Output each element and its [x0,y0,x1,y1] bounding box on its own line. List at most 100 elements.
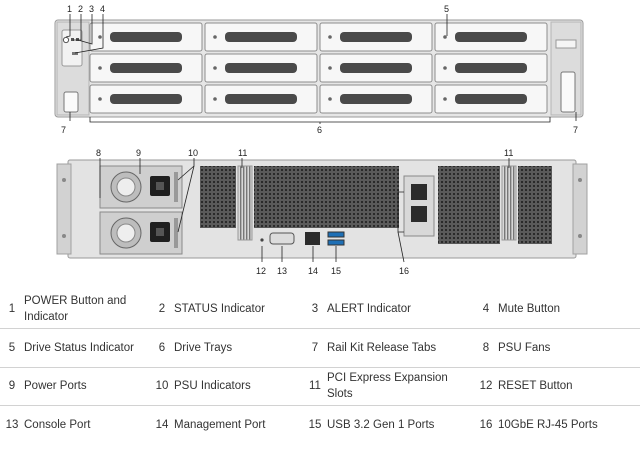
callout-6: 6 [317,125,322,135]
legend-label: 10GbE RJ-45 Ports [498,405,640,444]
tray-handle[interactable] [110,32,182,42]
tray-handle[interactable] [225,32,297,42]
drive-tray[interactable] [434,53,548,83]
management-port[interactable] [305,232,320,245]
tray-handle[interactable] [340,32,412,42]
psu-indicator [174,218,178,248]
status-indicator [71,38,74,41]
rear-left-rail [56,163,72,255]
drive-status-indicator [98,66,102,70]
legend-number: 16 [474,405,498,444]
drive-tray[interactable] [89,84,203,114]
pcie-slot-right [501,165,517,241]
legend-label: Drive Status Indicator [24,328,150,367]
legend-label: Mute Button [498,303,561,315]
drive-tray[interactable] [204,84,318,114]
callout-7-left: 7 [61,125,66,135]
legend-number: 8 [474,328,498,367]
legend-label: PCI Express Expansion Slots [327,366,474,406]
drive-status-indicator [443,35,447,39]
tray-handle[interactable] [455,32,527,42]
legend-number: 5 [0,328,24,367]
legend-number: 12 [474,366,498,406]
rj45-port[interactable] [411,206,427,222]
callout-9: 9 [136,148,141,158]
nas-diagram: 1 2 3 4 5 6 7 7 8 9 10 11 11 12 13 14 15… [54,4,588,276]
legend-number: 6 [150,328,174,367]
callout-7-right: 7 [573,125,578,135]
callout-10: 10 [188,148,198,158]
callout-1: 1 [67,4,72,14]
drive-status-indicator [213,97,217,101]
rail-release-tab-right[interactable] [560,71,576,113]
model-badge [555,39,577,49]
callout-8: 8 [96,148,101,158]
screw [578,178,582,182]
control-panel [61,29,83,67]
legend-number: 1 [8,303,16,315]
legend-number: 14 [150,405,174,444]
console-port[interactable] [269,232,295,245]
psu-lower [99,211,183,255]
callout-2: 2 [78,4,83,14]
drive-tray[interactable] [204,53,318,83]
legend-label: POWER Button and Indicator [24,295,127,323]
screw [578,234,582,238]
callout-11-left: 11 [238,148,247,158]
tray-handle[interactable] [225,63,297,73]
drive-tray[interactable] [89,53,203,83]
drive-status-indicator [328,66,332,70]
reset-button[interactable] [260,238,264,242]
callout-13: 13 [277,266,287,276]
rail-release-tab-left[interactable] [63,91,79,113]
callout-4: 4 [100,4,105,14]
drive-tray[interactable] [319,22,433,52]
psu-upper [99,165,183,209]
drive-tray[interactable] [204,22,318,52]
legend-label: ALERT Indicator [327,303,411,315]
callout-12: 12 [256,266,266,276]
callout-5: 5 [444,4,449,14]
drive-status-indicator [98,97,102,101]
drive-tray[interactable] [319,84,433,114]
mute-button[interactable] [72,52,78,55]
screw [62,178,66,182]
legend-number: 11 [303,366,327,406]
legend-label: Management Port [174,405,303,444]
power-button[interactable] [62,36,70,44]
tray-handle[interactable] [340,94,412,104]
rear-right-rail [572,163,588,255]
drive-tray[interactable] [434,22,548,52]
vent-grille [438,166,500,244]
drive-status-indicator [443,66,447,70]
tray-handle[interactable] [340,63,412,73]
usb-port[interactable] [327,239,345,246]
legend-number: 2 [158,303,166,315]
drive-status-indicator [328,35,332,39]
callout-labels: 1 2 3 4 5 6 7 7 8 9 10 11 11 12 13 14 15… [61,4,578,276]
rj45-port[interactable] [411,184,427,200]
tray-handle[interactable] [110,94,182,104]
drive-tray[interactable] [319,53,433,83]
tray-handle[interactable] [110,63,182,73]
legend-number: 3 [311,303,319,315]
psu-indicator [174,172,178,202]
legend-label: Console Port [24,405,150,444]
drive-trays [89,22,548,114]
drive-tray[interactable] [434,84,548,114]
tray-handle[interactable] [225,94,297,104]
screw [62,234,66,238]
usb-port[interactable] [327,231,345,238]
callout-16: 16 [399,266,409,276]
drive-status-indicator [443,97,447,101]
legend-label: PSU Fans [498,328,640,367]
tray-handle[interactable] [455,94,527,104]
legend-label: USB 3.2 Gen 1 Ports [327,405,474,444]
tray-handle[interactable] [455,63,527,73]
drive-tray[interactable] [89,22,203,52]
drive-status-indicator [98,35,102,39]
